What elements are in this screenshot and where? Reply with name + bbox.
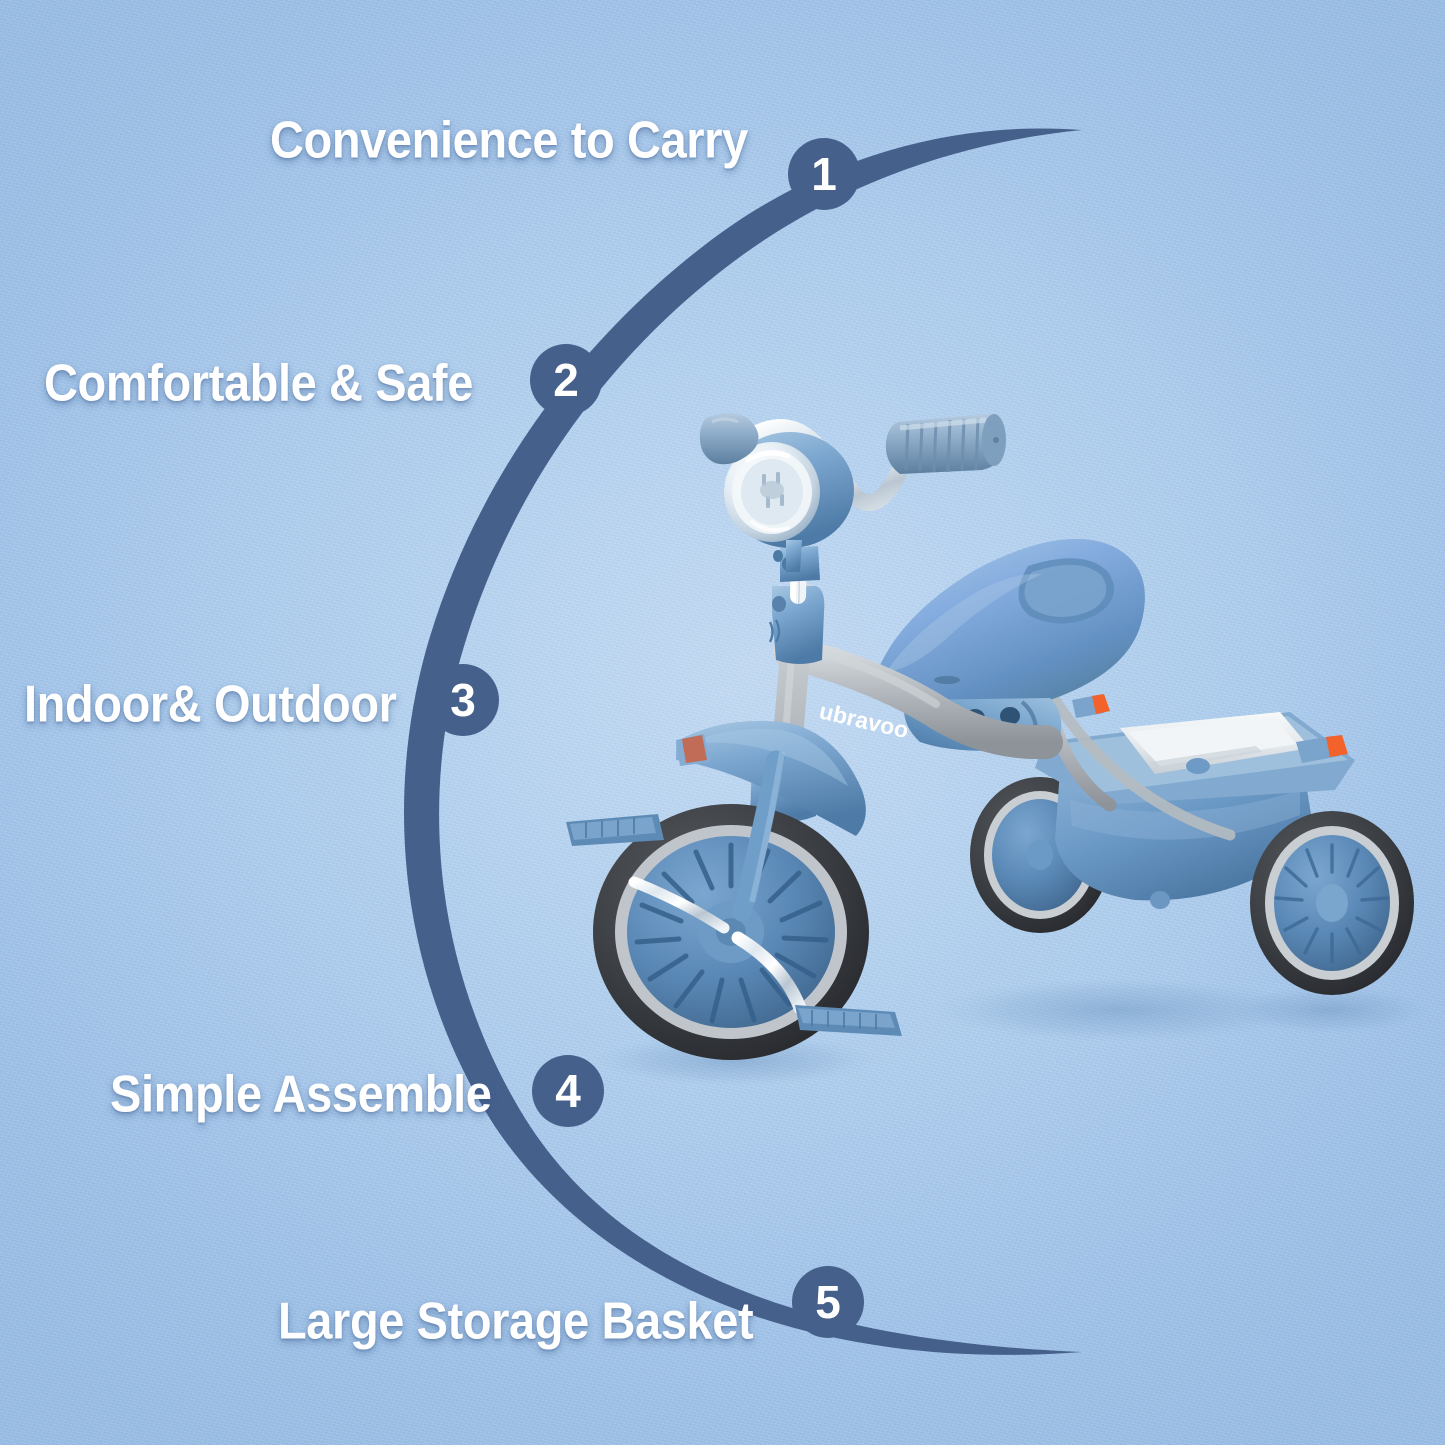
rear-reflector — [1296, 735, 1348, 763]
feature-number-2: 2 — [553, 354, 579, 406]
feature-number-5: 5 — [815, 1276, 841, 1328]
basket-lid — [1120, 712, 1310, 774]
left-grip — [699, 412, 759, 465]
feature-marker-2[interactable]: 2 — [530, 344, 602, 416]
feature-label-large-storage-basket: Large Storage Basket — [278, 1291, 754, 1350]
feature-label-comfortable-and-safe: Comfortable & Safe — [44, 353, 473, 412]
feature-number-4: 4 — [555, 1065, 581, 1117]
product-ground-shadow — [595, 978, 1430, 1086]
front-reflector — [676, 734, 710, 766]
feature-marker-1[interactable]: 1 — [788, 138, 860, 210]
headlight — [724, 432, 854, 572]
feature-label-convenience-to-carry: Convenience to Carry — [270, 110, 748, 169]
front-reflector-basket — [1072, 694, 1110, 718]
feature-marker-5[interactable]: 5 — [792, 1266, 864, 1338]
feature-number-3: 3 — [450, 674, 476, 726]
right-grip — [885, 414, 1006, 474]
seat — [878, 538, 1145, 751]
rear-wheel-right — [1250, 811, 1414, 995]
pedal-crank — [566, 814, 902, 1036]
arc-path — [404, 128, 1082, 1355]
right-pedal — [795, 1005, 902, 1036]
storage-basket — [1035, 688, 1355, 909]
left-pedal — [566, 814, 664, 846]
feature-label-simple-assemble: Simple Assemble — [110, 1064, 492, 1123]
feature-marker-3[interactable]: 3 — [427, 664, 499, 736]
feature-marker-4[interactable]: 4 — [532, 1055, 604, 1127]
feature-number-1: 1 — [811, 148, 837, 200]
feature-label-indoor-outdoor: Indoor& Outdoor — [24, 674, 397, 733]
